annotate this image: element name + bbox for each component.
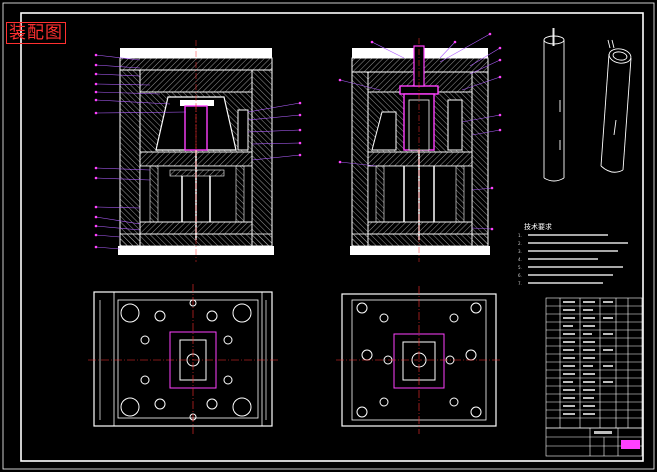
side-section-view bbox=[338, 32, 502, 262]
tech-note-2: 2. bbox=[518, 241, 522, 246]
title-block-stamp bbox=[621, 440, 640, 449]
tech-note-6: 6. bbox=[518, 273, 522, 278]
part-3d-sketch-left bbox=[543, 28, 565, 182]
part-3d-sketch-right bbox=[600, 39, 632, 173]
inner-frame bbox=[20, 12, 644, 462]
tech-note-7: 7. bbox=[518, 281, 522, 286]
tech-note-5: 5. bbox=[518, 265, 522, 270]
plan-view-moving-half bbox=[336, 286, 502, 434]
tech-note-1: 1. bbox=[518, 233, 522, 238]
bill-of-materials bbox=[545, 297, 643, 429]
bom-text-marks bbox=[563, 301, 613, 415]
title-block-label bbox=[594, 431, 612, 434]
tech-note-4: 4. bbox=[518, 257, 522, 262]
plan-view-fixed-half bbox=[88, 284, 280, 434]
tech-requirements-heading: 技术要求 bbox=[524, 223, 552, 231]
front-section-view bbox=[94, 40, 302, 262]
tech-note-3: 3. bbox=[518, 249, 522, 254]
title-block bbox=[545, 427, 643, 457]
drawing-title: 装配图 bbox=[6, 18, 66, 44]
